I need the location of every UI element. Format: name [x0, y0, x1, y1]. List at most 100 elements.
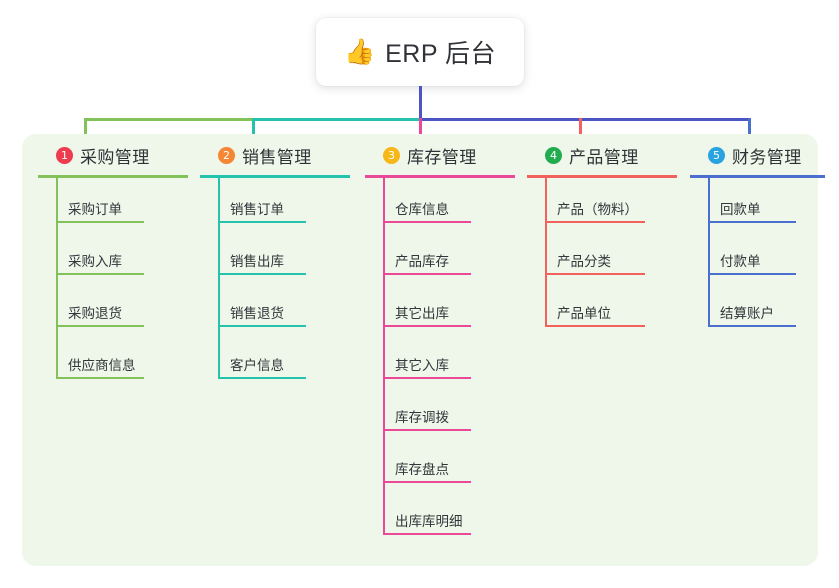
branch-item[interactable]: 付款单 — [690, 230, 825, 282]
branch-item-label: 销售订单 — [230, 202, 284, 217]
branch-item[interactable]: 回款单 — [690, 178, 825, 230]
branch-item-underline — [56, 221, 144, 223]
branch-item[interactable]: 销售退货 — [200, 282, 350, 334]
connector-drop-3 — [419, 118, 422, 142]
root-node-card[interactable]: 👍 ERP 后台 — [316, 18, 524, 86]
connector-bar-segment-3 — [420, 118, 750, 121]
branch-item-underline — [218, 377, 306, 379]
branch-item-label: 付款单 — [720, 254, 761, 269]
branch-item[interactable]: 其它出库 — [365, 282, 515, 334]
branch-item-underline — [383, 273, 471, 275]
branch-item-underline — [383, 325, 471, 327]
branch-item-underline — [708, 273, 796, 275]
connector-bar-segment-1 — [84, 118, 252, 121]
branch-item-underline — [383, 481, 471, 483]
branch-item-label: 结算账户 — [720, 306, 774, 321]
branch-item-underline — [383, 377, 471, 379]
branch-header-4[interactable]: 4 产品管理 — [527, 142, 677, 168]
branch-item-underline — [56, 273, 144, 275]
branch-item-label: 仓库信息 — [395, 202, 449, 217]
branch-spine-connector — [545, 178, 547, 327]
branch-item[interactable]: 结算账户 — [690, 282, 825, 334]
branch-item[interactable]: 采购退货 — [38, 282, 188, 334]
branch-item-label: 其它出库 — [395, 306, 449, 321]
branch-title-label: 销售管理 — [242, 147, 312, 167]
branch-item-underline — [218, 221, 306, 223]
branch-number-badge: 4 — [545, 146, 562, 164]
branch-item-underline — [545, 221, 645, 223]
branch-item[interactable]: 库存调拨 — [365, 386, 515, 438]
branch-header-underline — [690, 175, 825, 178]
branch-item[interactable]: 采购入库 — [38, 230, 188, 282]
root-trunk-connector — [419, 86, 422, 120]
branch-title-label: 采购管理 — [80, 147, 150, 167]
branch-item-label: 采购退货 — [68, 306, 122, 321]
branch-item-label: 回款单 — [720, 202, 761, 217]
branch-item[interactable]: 供应商信息 — [38, 334, 188, 386]
branch-items-list: 仓库信息产品库存其它出库其它入库库存调拨库存盘点出库库明细 — [365, 178, 515, 542]
branch-number-badge: 2 — [218, 146, 235, 164]
branch-item[interactable]: 采购订单 — [38, 178, 188, 230]
root-node-title: ERP 后台 — [385, 40, 497, 68]
branch-item[interactable]: 客户信息 — [200, 334, 350, 386]
branch-item[interactable]: 销售出库 — [200, 230, 350, 282]
branch-column-4: 4 产品管理产品（物料） 产品分类产品单位 — [527, 142, 677, 334]
branch-item-underline — [218, 325, 306, 327]
branch-header-1[interactable]: 1 采购管理 — [38, 142, 188, 168]
branch-spine-connector — [218, 178, 220, 379]
branch-number-badge: 3 — [383, 146, 400, 164]
branch-item-underline — [708, 325, 796, 327]
branch-item-underline — [383, 533, 471, 535]
branch-item[interactable]: 产品库存 — [365, 230, 515, 282]
branch-item-label: 产品分类 — [557, 254, 611, 269]
branch-title-label: 产品管理 — [569, 147, 639, 167]
branch-item-label: 采购入库 — [68, 254, 122, 269]
branch-item[interactable]: 销售订单 — [200, 178, 350, 230]
branch-header-underline — [527, 175, 677, 178]
branch-spine-connector — [708, 178, 710, 327]
branch-item-underline — [56, 325, 144, 327]
branch-item-underline — [708, 221, 796, 223]
branch-item[interactable]: 出库库明细 — [365, 490, 515, 542]
branch-item-underline — [545, 273, 645, 275]
branches-panel — [22, 134, 818, 566]
branch-item-label: 出库库明细 — [395, 514, 463, 529]
branch-item[interactable]: 仓库信息 — [365, 178, 515, 230]
branch-spine-connector — [56, 178, 58, 379]
branch-column-5: 5 财务管理回款单付款单结算账户 — [690, 142, 825, 334]
branch-item-label: 其它入库 — [395, 358, 449, 373]
branch-title-label: 财务管理 — [732, 147, 802, 167]
branch-items-list: 采购订单采购入库采购退货供应商信息 — [38, 178, 188, 386]
branch-item-label: 产品库存 — [395, 254, 449, 269]
branch-item-label: 供应商信息 — [68, 358, 136, 373]
branch-item[interactable]: 其它入库 — [365, 334, 515, 386]
connector-drop-4 — [579, 118, 582, 142]
branch-item[interactable]: 产品单位 — [527, 282, 677, 334]
branch-header-2[interactable]: 2 销售管理 — [200, 142, 350, 168]
branch-items-list: 回款单付款单结算账户 — [690, 178, 825, 334]
connector-drop-5 — [748, 118, 751, 142]
branch-header-underline — [200, 175, 350, 178]
branch-column-1: 1 采购管理采购订单采购入库采购退货供应商信息 — [38, 142, 188, 386]
branch-item-label: 客户信息 — [230, 358, 284, 373]
branch-item-underline — [383, 221, 471, 223]
branch-number-badge: 5 — [708, 146, 725, 164]
connector-bar-segment-2 — [252, 118, 420, 121]
branch-item-underline — [545, 325, 645, 327]
branch-item-label: 销售出库 — [230, 254, 284, 269]
branch-item-label: 库存调拨 — [395, 410, 449, 425]
branch-item-label: 销售退货 — [230, 306, 284, 321]
branch-item-underline — [56, 377, 144, 379]
branch-header-5[interactable]: 5 财务管理 — [690, 142, 825, 168]
branch-item[interactable]: 产品（物料） — [527, 178, 677, 230]
connector-drop-1 — [84, 118, 87, 142]
branch-item-underline — [218, 273, 306, 275]
branch-items-list: 产品（物料） 产品分类产品单位 — [527, 178, 677, 334]
branch-number-badge: 1 — [56, 146, 73, 164]
branch-item[interactable]: 库存盘点 — [365, 438, 515, 490]
branch-item-label: 库存盘点 — [395, 462, 449, 477]
branch-item-label: 采购订单 — [68, 202, 122, 217]
branch-item[interactable]: 产品分类 — [527, 230, 677, 282]
